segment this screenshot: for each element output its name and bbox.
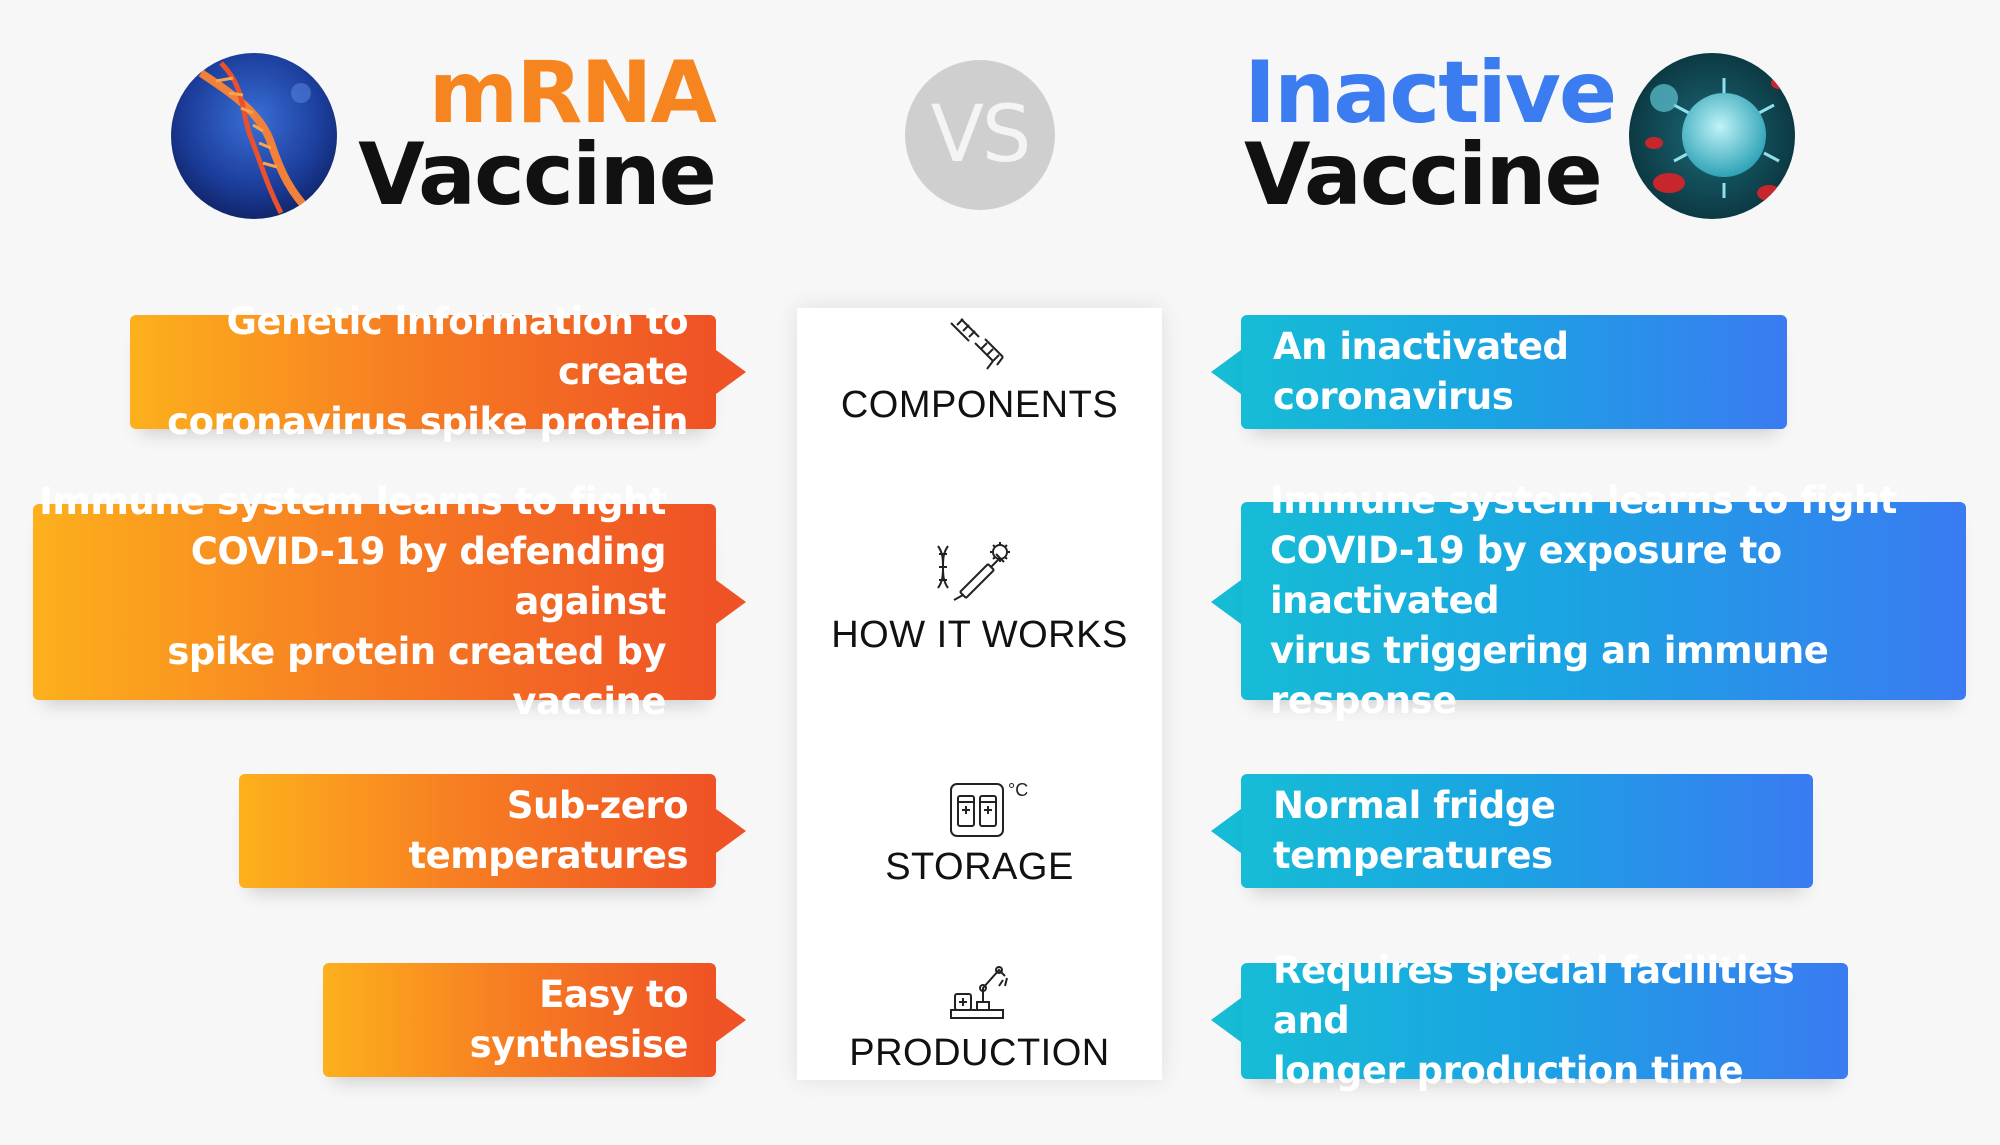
mrna-components-box: Genetic information to create coronaviru… bbox=[130, 300, 716, 443]
mrna-production-box: Easy to synthesise bbox=[323, 963, 716, 1077]
mrna-storage-text: Sub-zero temperatures bbox=[408, 784, 688, 877]
mrna-how-arrow bbox=[716, 580, 746, 624]
inactive-production-box: Requires special facilities and longer p… bbox=[1241, 949, 1848, 1092]
mrna-how-text: Immune system learns to fight COVID-19 b… bbox=[39, 480, 666, 723]
dna-syringe-virus-icon bbox=[930, 540, 1014, 604]
dna-components-icon bbox=[945, 313, 1009, 377]
inactive-storage-box: Normal fridge temperatures bbox=[1241, 774, 1813, 888]
inactive-how-text: Immune system learns to fight COVID-19 b… bbox=[1270, 479, 1897, 722]
category-components: COMPONENTS bbox=[840, 384, 1119, 426]
celsius-unit: °C bbox=[1008, 780, 1029, 800]
category-column bbox=[797, 308, 1162, 1080]
mrna-strand-icon bbox=[171, 53, 337, 219]
mrna-how-box: Immune system learns to fight COVID-19 b… bbox=[33, 480, 716, 723]
inactive-how-box: Immune system learns to fight COVID-19 b… bbox=[1241, 479, 1966, 722]
robot-arm-icon bbox=[947, 960, 1011, 1024]
coronavirus-icon bbox=[1629, 53, 1795, 219]
mrna-storage-box: Sub-zero temperatures bbox=[239, 774, 716, 888]
mrna-production-text: Easy to synthesise bbox=[469, 973, 689, 1066]
mrna-components-arrow bbox=[716, 350, 746, 394]
inactive-production-text: Requires special facilities and longer p… bbox=[1273, 949, 1795, 1092]
category-production: PRODUCTION bbox=[849, 1032, 1110, 1074]
inactive-production-arrow bbox=[1211, 998, 1241, 1042]
inactive-components-arrow bbox=[1211, 350, 1241, 394]
inactive-components-box: An inactivated coronavirus bbox=[1241, 315, 1787, 429]
inactive-title-line1: Inactive bbox=[1244, 43, 1617, 143]
virus-image bbox=[1629, 53, 1795, 219]
fridge-vials-icon bbox=[947, 778, 1011, 842]
vs-label: VS bbox=[930, 90, 1032, 180]
inactive-storage-arrow bbox=[1211, 809, 1241, 853]
mrna-title-line1: mRNA bbox=[428, 43, 717, 143]
mrna-title-line2: Vaccine bbox=[358, 125, 717, 225]
vs-badge: VS bbox=[905, 60, 1055, 210]
inactive-components-text: An inactivated coronavirus bbox=[1273, 325, 1569, 418]
inactive-title-line2: Vaccine bbox=[1244, 125, 1603, 225]
mrna-components-text: Genetic information to create coronaviru… bbox=[167, 300, 688, 443]
mrna-image bbox=[171, 53, 337, 219]
category-how-it-works: HOW IT WORKS bbox=[831, 614, 1128, 656]
category-storage: STORAGE bbox=[885, 846, 1074, 888]
inactive-how-arrow bbox=[1211, 580, 1241, 624]
inactive-storage-text: Normal fridge temperatures bbox=[1273, 784, 1556, 877]
mrna-storage-arrow bbox=[716, 809, 746, 853]
mrna-production-arrow bbox=[716, 998, 746, 1042]
